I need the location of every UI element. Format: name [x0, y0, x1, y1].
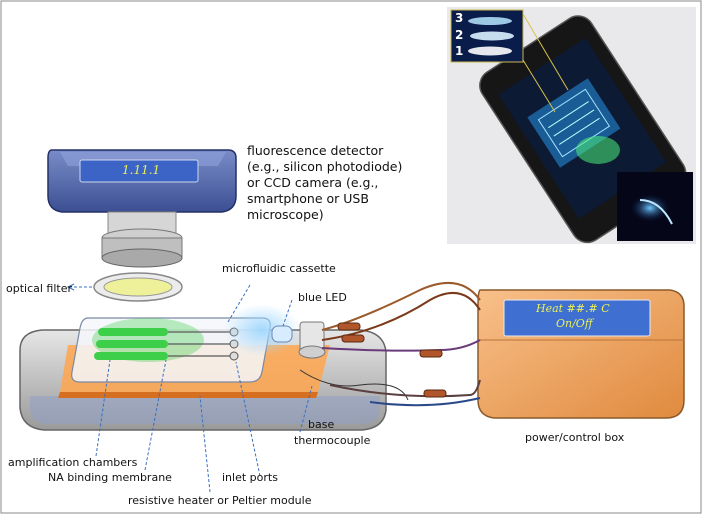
box-screen-line-1: Heat ##.# C [536, 302, 610, 315]
inlet-ports-label: inlet ports [222, 471, 278, 484]
thermocouple-label: thermocouple [294, 434, 371, 447]
optical-filter [66, 272, 183, 302]
microfluidic-cassette-label: microfluidic cassette [222, 262, 336, 275]
detector-label: fluorescence detector (e.g., silicon pho… [247, 143, 402, 223]
detector-device [47, 149, 237, 268]
inset-number-3: 3 [455, 11, 464, 25]
microfluidic-cassette [71, 317, 271, 383]
power-control-box [477, 289, 685, 419]
box-screen-line-2: On/Off [556, 317, 593, 330]
detector-screen-text: 1.11.1 [122, 163, 161, 177]
resistors [337, 322, 447, 398]
detector-label-line-3: or CCD camera (e.g., [247, 175, 379, 190]
binding-membrane-label: NA binding membrane [48, 471, 172, 484]
optical-filter-label: optical filter [6, 282, 73, 295]
leader-lines [95, 284, 313, 493]
heater-label: resistive heater or Peltier module [128, 494, 312, 507]
detector-label-line-4: smartphone or USB [247, 191, 369, 206]
smartphone-photo [447, 7, 696, 244]
power-box-label: power/control box [525, 431, 625, 444]
inset-number-1: 1 [455, 44, 464, 58]
detector-label-line-2: (e.g., silicon photodiode) [247, 159, 403, 174]
blue-led-label: blue LED [298, 291, 347, 304]
amplification-chambers-label: amplification chambers [8, 456, 138, 469]
base-label: base [308, 418, 335, 431]
inset-number-2: 2 [455, 28, 464, 42]
thermocouple-wire [299, 369, 409, 401]
detector-label-line-5: microscope) [247, 207, 324, 222]
detector-label-line-1: fluorescence detector [247, 143, 384, 158]
blue-led [224, 304, 326, 359]
